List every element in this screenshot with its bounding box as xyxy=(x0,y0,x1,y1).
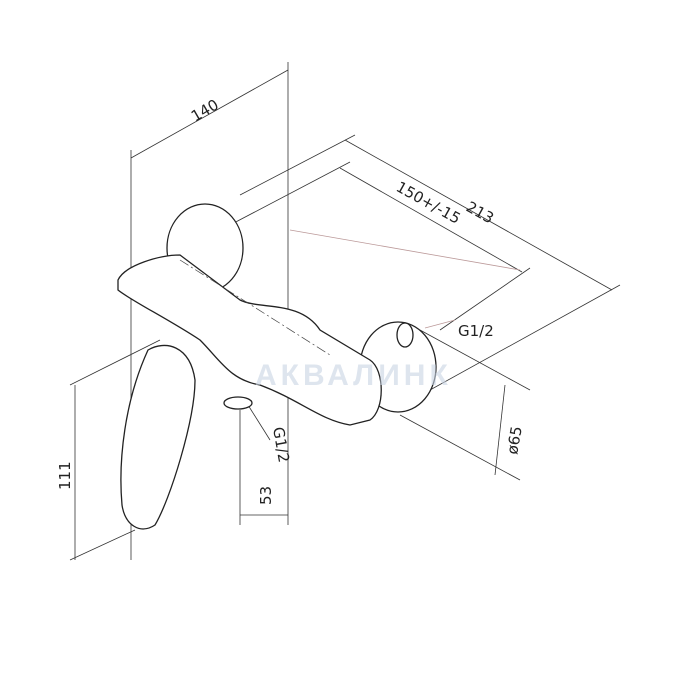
label-g12-inlet: G1/2 xyxy=(458,322,494,340)
label-111: 111 xyxy=(56,461,74,490)
lever-handle xyxy=(120,344,196,530)
mixer-outline xyxy=(117,203,437,530)
dim-line-65 xyxy=(494,384,506,476)
dim-line-150 xyxy=(339,167,523,273)
label-53: 53 xyxy=(257,486,275,505)
label-150: 150+/-15 xyxy=(393,178,464,228)
label-g12-outlet: G1/2 xyxy=(269,426,293,464)
outlet-thread xyxy=(223,396,253,410)
dim-line-213 xyxy=(344,139,613,291)
label-140: 140 xyxy=(188,96,222,126)
dim-line-140 xyxy=(130,69,289,159)
dimension-lines xyxy=(69,62,621,561)
watermark: АКВАЛИНК xyxy=(255,359,452,392)
inlet-thread xyxy=(396,322,414,348)
label-diameter-65: ø65 xyxy=(503,425,526,456)
label-213: 213 xyxy=(463,198,497,228)
mixer-body xyxy=(117,254,382,426)
